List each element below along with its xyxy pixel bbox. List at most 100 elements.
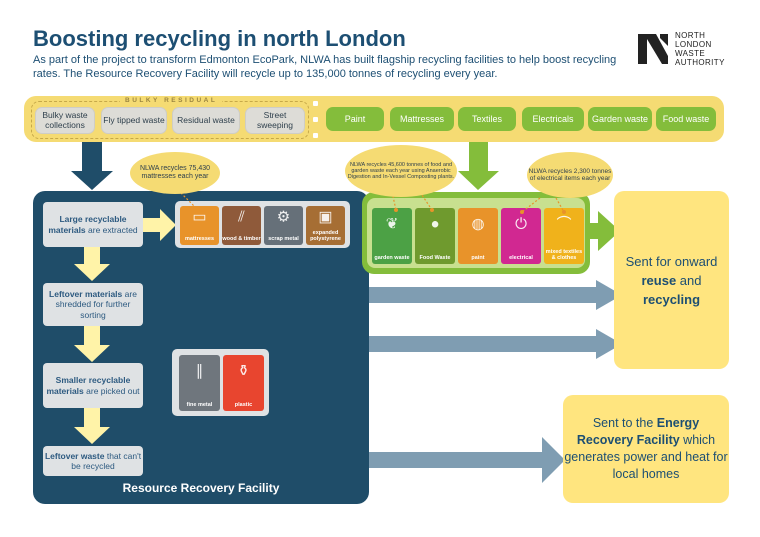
step-bold: Leftover waste	[44, 450, 105, 461]
arrow-textiles-down	[458, 135, 499, 190]
food-garden-stat-bubble: NLWA recycles 45,600 tonnes of food and …	[345, 145, 457, 197]
step-rest: are picked out	[83, 385, 140, 396]
input-fly-tipped: Fly tipped waste	[101, 107, 167, 134]
tile-label: paint	[471, 255, 485, 261]
step-arrow	[74, 408, 110, 444]
step-rest: are shredded for further sorting	[55, 288, 137, 320]
tile-label: fine metal	[186, 402, 213, 408]
output-post: which generates power and heat for local…	[564, 433, 728, 481]
step-arrow	[74, 326, 110, 362]
input-label: Bulky waste collections	[42, 110, 88, 130]
logo-line: AUTHORITY	[675, 58, 725, 67]
paperclip-icon: ∥	[195, 362, 204, 380]
logo-line: LONDON	[675, 40, 712, 49]
output-energy-recovery: Sent to the Energy Recovery Facility whi…	[563, 395, 729, 503]
tile-polystyrene: ▣expanded polystyrene	[306, 206, 345, 245]
step-text: Leftover materials are shredded for furt…	[43, 289, 143, 321]
step-leftover-shredded: Leftover materials are shredded for furt…	[43, 283, 143, 326]
electrical-stat-bubble: NLWA recycles 2,300 tonnes of electrical…	[527, 152, 613, 198]
bubble-text: NLWA recycles 45,600 tonnes of food and …	[347, 161, 455, 181]
mattresses-stat-bubble: NLWA recycles 75,430 mattresses each yea…	[130, 152, 220, 194]
page-subtitle: As part of the project to transform Edmo…	[33, 54, 617, 80]
green-arrow-shaft	[588, 223, 600, 239]
mattress-icon: ▭	[192, 208, 207, 226]
tile-label: scrap metal	[268, 236, 299, 242]
step-text: Large recyclable materials are extracted	[43, 214, 143, 235]
input-label: Street sweeping	[257, 110, 293, 130]
box-icon: ▣	[318, 208, 333, 226]
page-title: Boosting recycling in north London	[33, 26, 406, 51]
output-reuse-recycling: Sent for onward reuse and recycling	[614, 191, 729, 369]
rrf-title: Resource Recovery Facility	[122, 481, 280, 495]
output-reuse: reuse	[641, 272, 677, 288]
tile-scrap-metal: ⚙ scrap metal	[264, 206, 303, 245]
step-text: Smaller recyclable materials are picked …	[43, 375, 143, 396]
bubble-text: NLWA recycles 75,430 mattresses each yea…	[139, 165, 211, 180]
input-textiles: Textiles	[458, 107, 516, 131]
bubble-text: NLWA recycles 2,300 tonnes of electrical…	[528, 167, 612, 183]
tile-label: mattresses	[184, 236, 215, 242]
step-text: Leftover waste that can't be recycled	[43, 451, 143, 472]
tile-fine-metal: ∥ fine metal	[179, 355, 220, 411]
input-label: Paint	[344, 114, 366, 124]
nlwa-logo-text: NORTH LONDON WASTE AUTHORITY	[675, 31, 725, 67]
step-leftover-waste: Leftover waste that can't be recycled	[43, 446, 143, 476]
tile-label: wood & timber	[222, 236, 261, 242]
tile-label: garden waste	[374, 255, 410, 261]
step-bold: Smaller recyclable materials	[46, 375, 131, 396]
output-text: Sent to the Energy Recovery Facility whi…	[563, 415, 729, 483]
tile-garden-waste: ❦ garden waste	[372, 208, 412, 264]
arrow-step1-to-tiles	[142, 209, 176, 241]
output-text: Sent for onward reuse and recycling	[614, 252, 729, 309]
input-paint: Paint	[326, 107, 384, 131]
output-erf: Energy Recovery Facility	[576, 416, 700, 447]
paint-tin-icon: ◍	[471, 215, 485, 233]
bolt-icon: ⚙	[276, 208, 291, 226]
bulky-residual-label: BULKY RESIDUAL	[120, 97, 223, 104]
tile-food-waste: ● Food Waste	[415, 208, 455, 264]
input-label: Textiles	[471, 114, 502, 124]
tile-label: Food Waste	[419, 255, 451, 261]
tile-wood: ⫽ wood & timber	[222, 206, 261, 245]
output-pre: Sent to the	[592, 416, 657, 430]
step-bold: Leftover materials	[49, 288, 123, 299]
input-label: Residual waste	[177, 114, 235, 125]
wood-icon: ⫽	[238, 208, 245, 226]
input-label: Garden waste	[591, 114, 649, 124]
band-dot	[313, 101, 318, 106]
input-street-sweeping: Street sweeping	[245, 107, 305, 134]
tile-plastic: ⚱plastic	[223, 355, 264, 411]
input-mattresses: Mattresses	[390, 107, 454, 131]
input-electricals: Electricals	[522, 107, 584, 131]
band-dot	[313, 133, 318, 138]
hanger-icon: ⌒	[556, 215, 572, 233]
tile-label: electrical	[509, 255, 533, 261]
step-large-recyclables: Large recyclable materials are extracted	[43, 202, 143, 247]
tile-electrical: ⏻ electrical	[501, 208, 541, 264]
step-smaller-recyclables: Smaller recyclable materials are picked …	[43, 363, 143, 408]
band-dot	[313, 117, 318, 122]
step-arrow	[74, 247, 110, 281]
output-recycling: recycling	[642, 291, 701, 307]
input-residual: Residual waste	[172, 107, 240, 134]
logo-line: NORTH	[675, 31, 706, 40]
plug-icon: ⏻	[515, 215, 527, 233]
green-arrow-head	[598, 211, 620, 251]
leaf-icon: ❦	[385, 215, 399, 233]
input-label: Mattresses	[399, 114, 444, 124]
nlwa-logo-mark	[638, 34, 668, 64]
tile-textiles: ⌒mixed textiles & clothes	[544, 208, 584, 264]
input-label: Food waste	[662, 114, 710, 124]
apple-icon: ●	[430, 215, 440, 233]
output-pre: Sent for onward	[625, 253, 718, 269]
input-garden-waste: Garden waste	[588, 107, 652, 131]
bottle-icon: ⚱	[237, 362, 250, 380]
arrow-bulky-down	[71, 142, 113, 190]
input-bulky-waste: Bulky waste collections	[35, 107, 95, 134]
input-label: Electricals	[532, 114, 574, 124]
step-rest: that can't be recycled	[71, 450, 142, 472]
input-food-waste: Food waste	[656, 107, 716, 131]
step-rest: are extracted	[85, 224, 138, 235]
